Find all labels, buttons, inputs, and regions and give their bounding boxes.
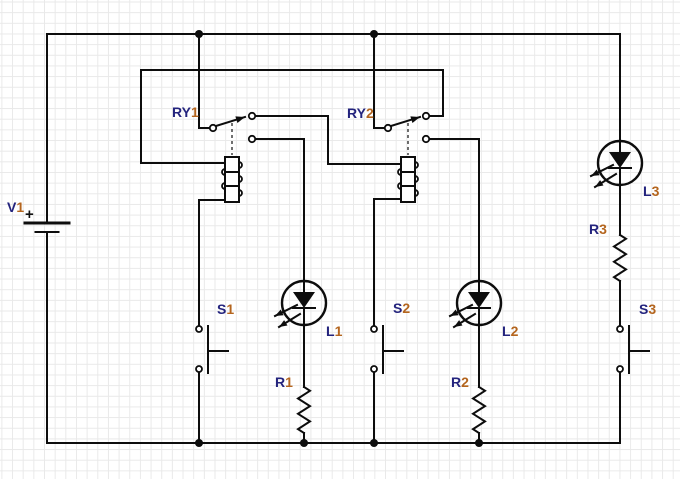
relay-nc-contact bbox=[421, 134, 431, 144]
led-triangle-icon bbox=[609, 152, 631, 168]
relay-common-contact bbox=[383, 123, 393, 133]
arrowhead bbox=[410, 116, 420, 124]
label-RY2: RY2 bbox=[347, 105, 374, 121]
led-body-icon bbox=[455, 279, 503, 327]
label-S2: S2 bbox=[393, 300, 410, 316]
label-S3: S3 bbox=[639, 301, 656, 317]
battery-plus-sign: + bbox=[25, 206, 34, 223]
resistor-R1[interactable] bbox=[296, 385, 312, 435]
junction-dot bbox=[195, 30, 203, 38]
switch-contact-bottom bbox=[195, 365, 203, 373]
junction-dot bbox=[195, 439, 203, 447]
led-L1[interactable] bbox=[273, 279, 328, 329]
switch-contact-top bbox=[616, 325, 624, 333]
wire-ry1-nc-to-l1[interactable] bbox=[254, 138, 305, 282]
label-L3: L3 bbox=[643, 183, 660, 199]
wire-ry2-common-feed[interactable] bbox=[373, 33, 386, 129]
label-R3: R3 bbox=[589, 221, 607, 237]
wire-ry1-coil-to-s1[interactable] bbox=[198, 199, 226, 327]
arrowhead bbox=[450, 309, 459, 316]
relay-RY1[interactable] bbox=[208, 111, 257, 203]
led-L2[interactable] bbox=[448, 279, 503, 329]
junction-dot bbox=[370, 30, 378, 38]
relay-no-contact bbox=[247, 111, 257, 121]
arrowhead bbox=[279, 320, 288, 327]
resistor-R2[interactable] bbox=[471, 385, 487, 435]
label-L2: L2 bbox=[502, 323, 519, 339]
relay-coil-icon bbox=[400, 156, 416, 203]
label-L1: L1 bbox=[326, 323, 343, 339]
switch-contact-bottom bbox=[616, 365, 624, 373]
relay-RY2[interactable] bbox=[383, 111, 431, 203]
switch-S3[interactable] bbox=[616, 325, 650, 374]
battery-V1[interactable]: + bbox=[23, 206, 71, 233]
relay-no-contact bbox=[421, 111, 431, 121]
label-RY1: RY1 bbox=[172, 104, 199, 120]
led-L3[interactable] bbox=[589, 139, 644, 189]
wire-ry1-no-to-ry2-coil[interactable] bbox=[254, 115, 402, 165]
switch-S1[interactable] bbox=[195, 325, 229, 374]
arrowhead bbox=[454, 320, 463, 327]
switch-S2[interactable] bbox=[370, 325, 404, 374]
wire-top-rail-to-l3[interactable] bbox=[46, 33, 621, 142]
arrowhead bbox=[595, 180, 604, 187]
label-R2: R2 bbox=[451, 374, 469, 390]
wire-ry2-coil-to-s2[interactable] bbox=[373, 198, 402, 327]
relay-nc-contact bbox=[247, 134, 257, 144]
junction-dot bbox=[475, 439, 483, 447]
led-body-icon bbox=[596, 139, 644, 187]
wire-ry2-no-to-ry1-coil[interactable] bbox=[140, 69, 444, 164]
wire-ry1-common-feed[interactable] bbox=[198, 33, 211, 129]
label-R1: R1 bbox=[275, 374, 293, 390]
switch-contact-bottom bbox=[370, 365, 378, 373]
wire-ry2-nc-to-l2[interactable] bbox=[428, 138, 480, 282]
junction-dot bbox=[370, 439, 378, 447]
relay-coil-icon bbox=[224, 156, 240, 203]
junction-dot bbox=[300, 439, 308, 447]
led-body-icon bbox=[280, 279, 328, 327]
led-triangle-icon bbox=[293, 292, 315, 308]
label-S1: S1 bbox=[217, 301, 234, 317]
switch-contact-top bbox=[195, 325, 203, 333]
arrowhead bbox=[235, 116, 245, 124]
led-triangle-icon bbox=[468, 292, 490, 308]
switch-contact-top bbox=[370, 325, 378, 333]
relay-common-contact bbox=[208, 123, 218, 133]
resistor-R3[interactable] bbox=[612, 233, 628, 283]
label-V1: V1 bbox=[7, 199, 24, 215]
arrowhead bbox=[275, 309, 284, 316]
arrowhead bbox=[591, 169, 600, 176]
